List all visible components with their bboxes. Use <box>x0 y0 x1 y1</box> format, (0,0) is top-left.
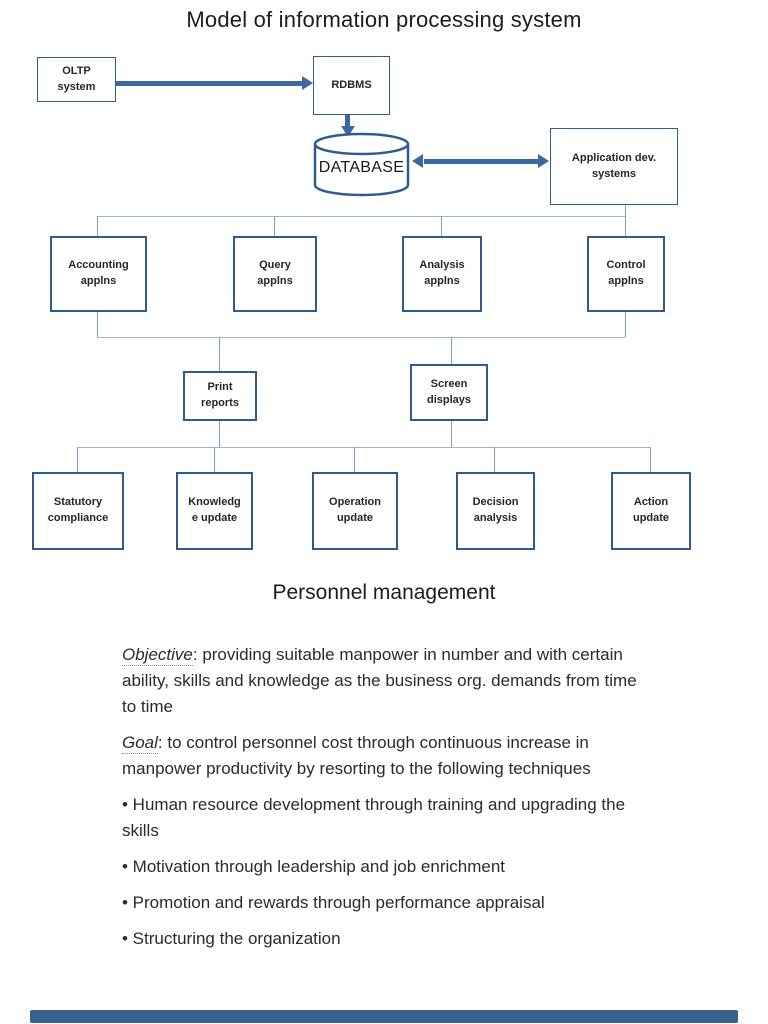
node-query-applns: Query applns <box>233 236 317 312</box>
footer-accent-bar <box>30 1010 738 1023</box>
connector-up-print <box>219 421 220 447</box>
objective-text: : providing suitable manpower in number … <box>122 645 637 716</box>
node-print-reports: Print reports <box>183 371 257 421</box>
connector-up-accounting <box>97 312 98 337</box>
goal-paragraph: Goal: to control personnel cost through … <box>122 730 654 782</box>
connector-drop-action <box>650 447 651 472</box>
connector-drop-decision <box>494 447 495 472</box>
node-rdbms: RDBMS <box>313 56 390 115</box>
node-knowledge-update: Knowledg e update <box>176 472 253 550</box>
section-title-personnel: Personnel management <box>272 581 496 604</box>
goal-text: : to control personnel cost through cont… <box>122 733 591 778</box>
bullet-item: • Human resource development through tra… <box>122 795 626 840</box>
arrow-database-appdev <box>424 159 539 164</box>
connector-drop-statutory <box>77 447 78 472</box>
node-oltp-system: OLTP system <box>37 57 116 102</box>
connector-up-screen <box>451 421 452 447</box>
connector-level1 <box>97 216 626 217</box>
connector-drop-screen <box>451 337 452 364</box>
node-statutory-compliance: Statutory compliance <box>32 472 124 550</box>
arrowhead-down-icon <box>341 126 355 137</box>
objective-term: Objective <box>122 645 193 666</box>
connector-drop-accounting <box>97 216 98 236</box>
connector-drop-analysis <box>441 216 442 236</box>
node-screen-displays: Screen displays <box>410 364 488 421</box>
connector-up-control <box>625 312 626 337</box>
bullet-item: • Motivation through leadership and job … <box>122 857 506 876</box>
database-label: DATABASE <box>318 159 405 176</box>
connector-level3 <box>77 447 651 448</box>
connector-drop-query <box>274 216 275 236</box>
arrowhead-right-icon <box>538 154 549 168</box>
bullet-item: • Structuring the organization <box>122 929 341 948</box>
node-analysis-applns: Analysis applns <box>402 236 482 312</box>
node-decision-analysis: Decision analysis <box>456 472 535 550</box>
personnel-body: Objective: providing suitable manpower i… <box>122 642 654 962</box>
node-accounting-applns: Accounting applns <box>50 236 147 312</box>
connector-drop-control <box>625 205 626 236</box>
connector-drop-print <box>219 337 220 371</box>
arrow-rdbms-to-database <box>345 115 350 127</box>
arrowhead-right-icon <box>302 76 313 90</box>
node-operation-update: Operation update <box>312 472 398 550</box>
goal-term: Goal <box>122 733 158 754</box>
database-cylinder: DATABASE <box>312 131 411 199</box>
cylinder-shape-icon <box>313 132 410 197</box>
bullet-item: • Promotion and rewards through performa… <box>122 893 545 912</box>
node-action-update: Action update <box>611 472 691 550</box>
page-title: Model of information processing system <box>186 7 582 32</box>
connector-level2 <box>97 337 625 338</box>
arrow-oltp-to-rdbms <box>116 81 304 86</box>
node-application-dev-systems: Application dev. systems <box>550 128 678 205</box>
connector-drop-knowledge <box>214 447 215 472</box>
objective-paragraph: Objective: providing suitable manpower i… <box>122 642 654 720</box>
node-control-applns: Control applns <box>587 236 665 312</box>
arrowhead-left-icon <box>412 154 423 168</box>
connector-drop-operation <box>354 447 355 472</box>
